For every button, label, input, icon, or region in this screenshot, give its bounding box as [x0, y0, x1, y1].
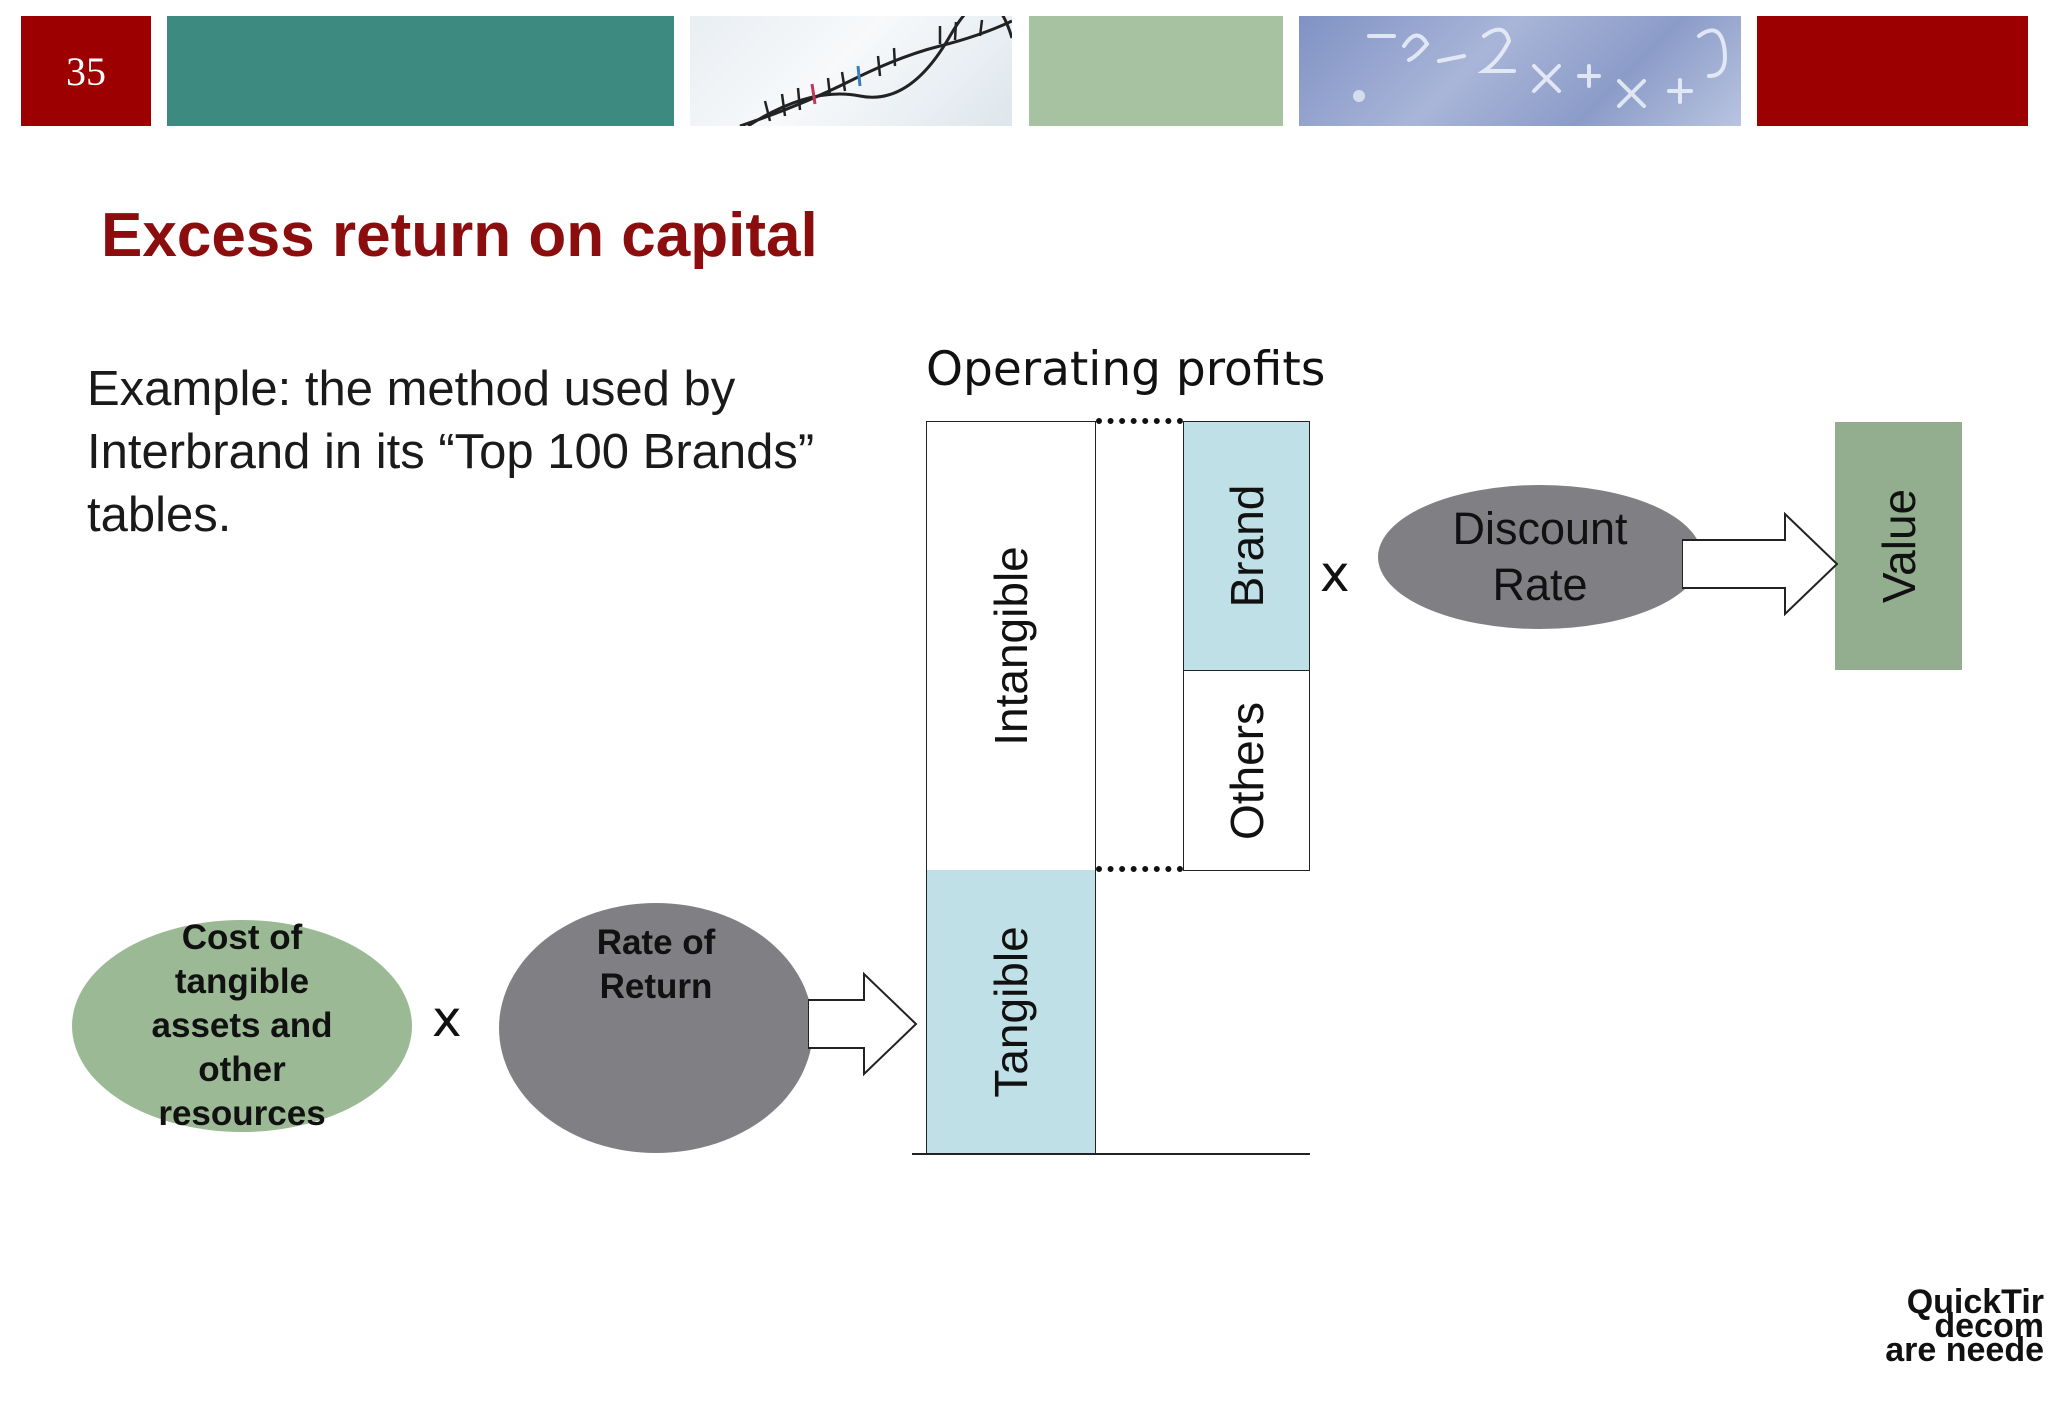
header-crimson-block: [1757, 16, 2028, 126]
rate-line: Rate of: [596, 923, 716, 962]
arrow-right-icon: [1682, 512, 1839, 616]
brand-label: Brand: [1220, 484, 1273, 608]
dna-helix-icon: [739, 16, 1012, 126]
slide-title: Excess return on capital: [101, 201, 818, 270]
quicktime-line1b: decom: [1934, 1307, 2044, 1345]
tangible-bar: Tangible: [926, 870, 1096, 1154]
cost-line: other: [198, 1050, 286, 1089]
brand-bar: Brand: [1183, 421, 1310, 671]
cost-line: tangible: [174, 962, 310, 1001]
math-formula-icon: [1353, 27, 1727, 108]
multiply-symbol-cost: x: [432, 990, 462, 1048]
multiply-symbol-brand: x: [1320, 545, 1350, 603]
cost-line: Cost of: [181, 918, 303, 957]
value-bar: Value: [1835, 422, 1962, 670]
cost-line: assets and: [151, 1006, 333, 1045]
dotted-connector-bottom: [1096, 866, 1183, 872]
dna-helix-image: [690, 16, 1012, 126]
tangible-label: Tangible: [985, 925, 1037, 1098]
intangible-bar: Intangible: [926, 421, 1096, 871]
intangible-label: Intangible: [985, 546, 1037, 746]
slide-number: 35: [21, 16, 151, 126]
math-formula-image: [1299, 16, 1741, 126]
others-bar: Others: [1183, 670, 1310, 871]
diagram-baseline: [912, 1153, 1310, 1155]
header-sage-block: [1029, 16, 1283, 126]
cost-of-tangible-assets-ellipse: Cost of tangible assets and other resour…: [72, 918, 412, 1133]
discount-rate-ellipse: Discount Rate: [1378, 485, 1702, 629]
cost-line: resources: [158, 1094, 326, 1133]
arrow-right-icon: [808, 972, 918, 1076]
value-label: Value: [1872, 488, 1925, 604]
discount-rate-line2: Rate: [1492, 559, 1588, 610]
quicktime-line1: QuickTir: [1906, 1283, 2044, 1321]
others-label: Others: [1220, 701, 1273, 840]
rate-of-return-ellipse: Rate of Return: [499, 903, 813, 1153]
quicktime-line2: are neede: [1885, 1331, 2044, 1369]
example-text: Example: the method used by Interbrand i…: [87, 362, 815, 542]
discount-rate-line1: Discount: [1452, 503, 1628, 554]
dotted-connector-top: [1096, 418, 1183, 424]
header-teal-block: [167, 16, 674, 126]
operating-profits-label: Operating profits: [926, 342, 1326, 397]
quicktime-placeholder-text: QuickTir decom are neede: [1885, 1283, 2044, 1369]
rate-line: Return: [599, 967, 713, 1006]
